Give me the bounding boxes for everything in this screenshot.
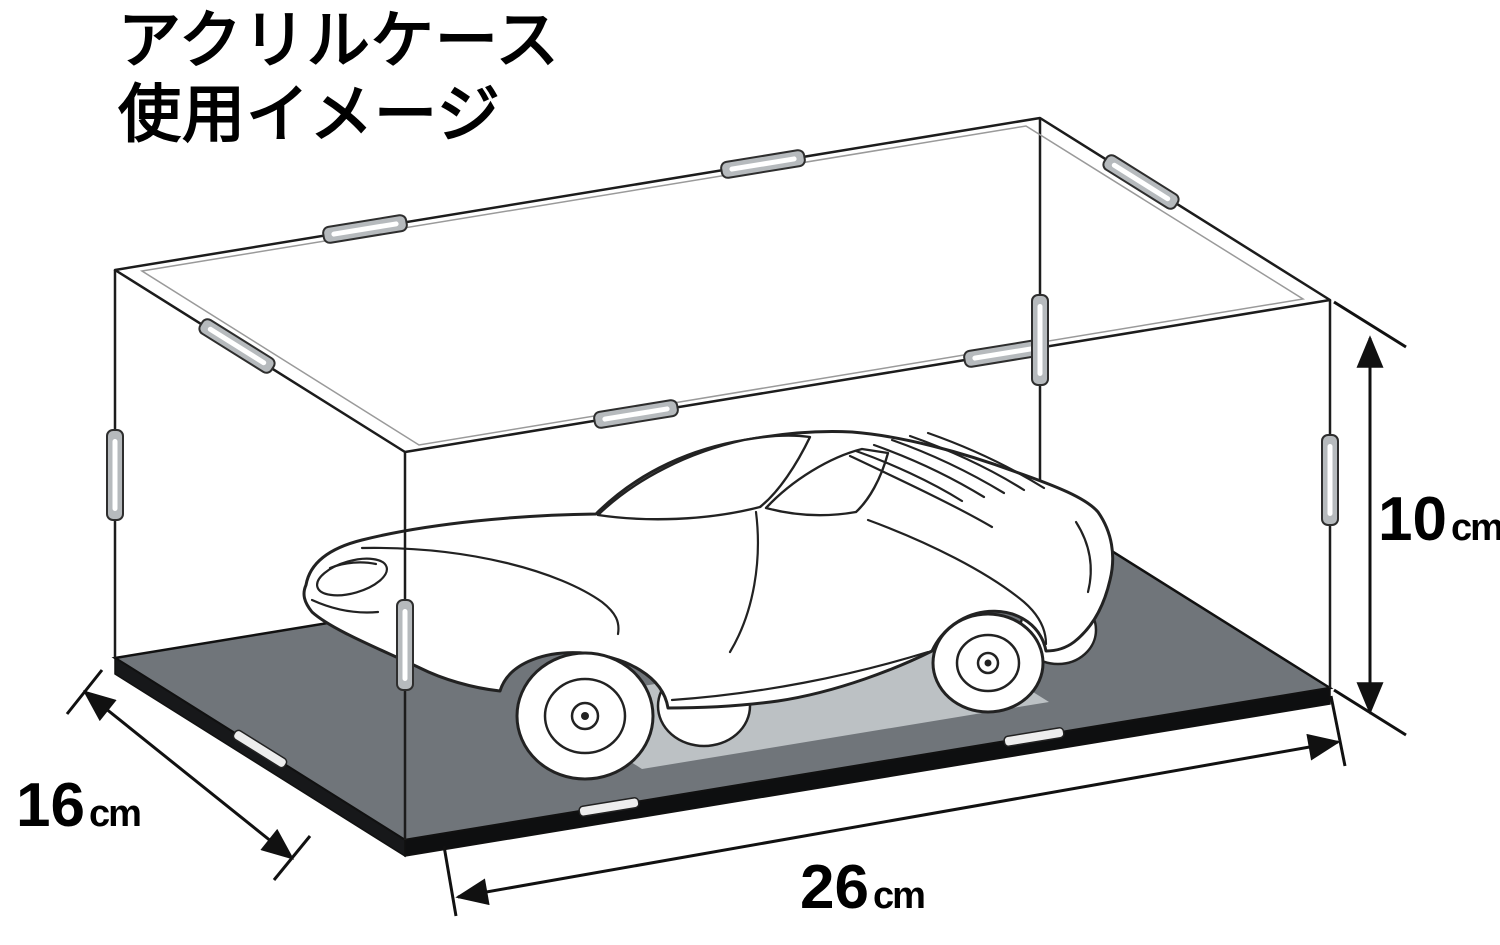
height-extension-tick	[1333, 300, 1407, 349]
windshield	[596, 434, 812, 521]
shoulder-line	[848, 454, 994, 529]
side-window	[764, 447, 890, 517]
depth-dimension-arrow	[82, 690, 295, 860]
joint-tab	[593, 399, 679, 429]
joint-tab	[106, 429, 124, 521]
width-dimension-arrow	[455, 733, 1341, 906]
width-extension-tick	[1329, 695, 1347, 767]
louver-line	[926, 431, 1046, 490]
title-line-2: 使用イメージ	[118, 80, 501, 151]
joint-tab	[1321, 434, 1339, 526]
joint-tab	[198, 318, 276, 374]
door-seam	[728, 510, 759, 654]
joint-tab	[963, 338, 1049, 368]
rear-haunch-line	[866, 518, 1048, 646]
joint-tab	[1102, 154, 1180, 210]
rear-wheel	[931, 612, 1045, 714]
louver-line	[908, 434, 1026, 492]
depth-extension-tick	[65, 669, 104, 715]
rocker-line	[670, 650, 930, 702]
joint-tab	[720, 149, 806, 179]
model-car	[302, 429, 1115, 781]
joint-tab	[396, 599, 414, 691]
width-extension-tick	[442, 845, 458, 917]
case-joint-tabs	[106, 149, 1339, 691]
joint-tab	[322, 214, 408, 244]
rear-louvers	[854, 431, 1046, 503]
headlight	[316, 557, 388, 597]
louver-line	[890, 438, 1006, 495]
fender-crease	[360, 546, 620, 636]
louver-line	[854, 449, 964, 503]
title-line-1: アクリルケース	[118, 6, 560, 76]
tail-line	[1074, 520, 1092, 594]
front-wheel	[515, 651, 655, 781]
diagram-title: アクリルケース 使用イメージ	[118, 4, 560, 153]
nose-lower-line	[310, 598, 380, 614]
louver-line	[872, 443, 986, 499]
joint-tab	[1031, 294, 1049, 386]
car-body-outline	[302, 429, 1115, 710]
